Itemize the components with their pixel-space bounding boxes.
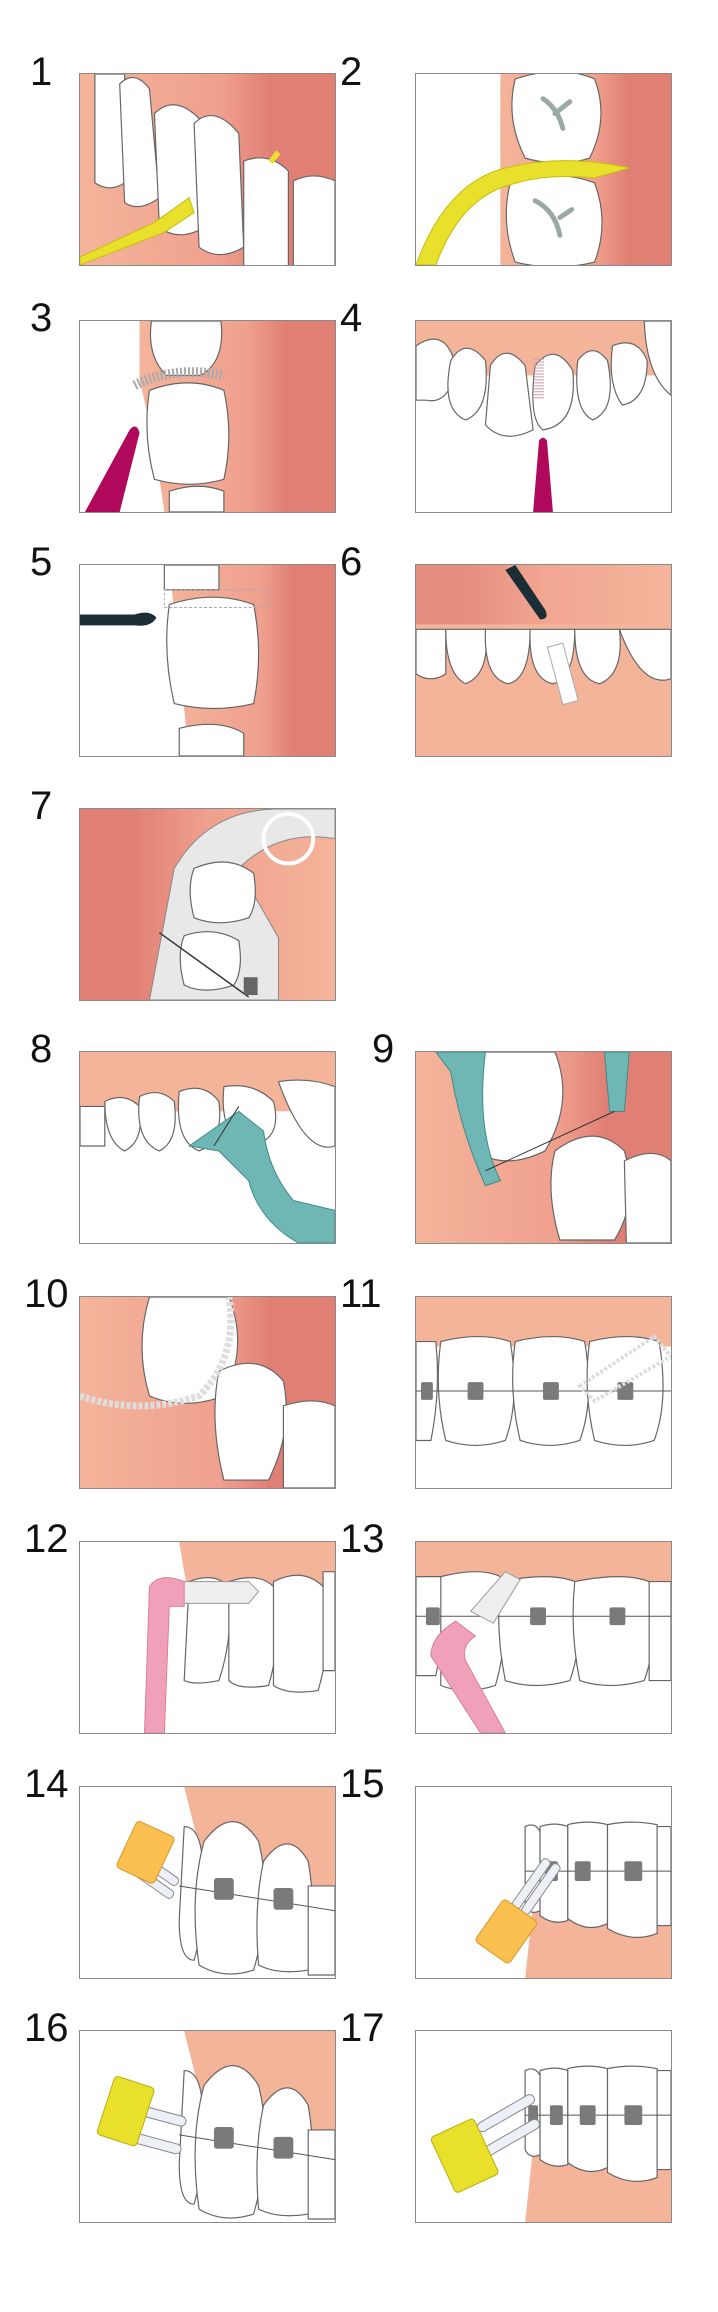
- step-4-illustration: [415, 320, 672, 513]
- step-13-illustration: [415, 1541, 672, 1734]
- step-number: 16: [24, 2006, 69, 2050]
- step-number: 9: [372, 1027, 395, 1071]
- step-8-illustration: [79, 1051, 336, 1244]
- step-number: 2: [340, 50, 363, 94]
- step-14-illustration: [79, 1786, 336, 1979]
- step-number: 10: [24, 1272, 69, 1316]
- step-number: 14: [24, 1762, 69, 1806]
- step-12-illustration: [79, 1541, 336, 1734]
- step-5-illustration: [79, 564, 336, 757]
- step-6-illustration: [415, 564, 672, 757]
- step-10-illustration: [79, 1296, 336, 1489]
- step-number: 12: [24, 1517, 69, 1561]
- step-number: 3: [30, 296, 53, 340]
- step-2-illustration: [415, 73, 672, 266]
- step-9-illustration: [415, 1051, 672, 1244]
- step-number: 17: [340, 2006, 385, 2050]
- step-number: 8: [30, 1027, 53, 1071]
- step-number: 1: [30, 50, 53, 94]
- step-number: 13: [340, 1517, 385, 1561]
- step-15-illustration: [415, 1786, 672, 1979]
- step-3-illustration: [79, 320, 336, 513]
- step-number: 15: [340, 1762, 385, 1806]
- step-number: 11: [340, 1272, 382, 1316]
- step-number: 7: [30, 784, 53, 828]
- step-11-illustration: [415, 1296, 672, 1489]
- step-1-illustration: [79, 73, 336, 266]
- step-16-illustration: [79, 2030, 336, 2223]
- step-number: 4: [340, 296, 363, 340]
- step-number: 6: [340, 540, 363, 584]
- step-17-illustration: [415, 2030, 672, 2223]
- step-number: 5: [30, 540, 53, 584]
- step-7-illustration: [79, 808, 336, 1001]
